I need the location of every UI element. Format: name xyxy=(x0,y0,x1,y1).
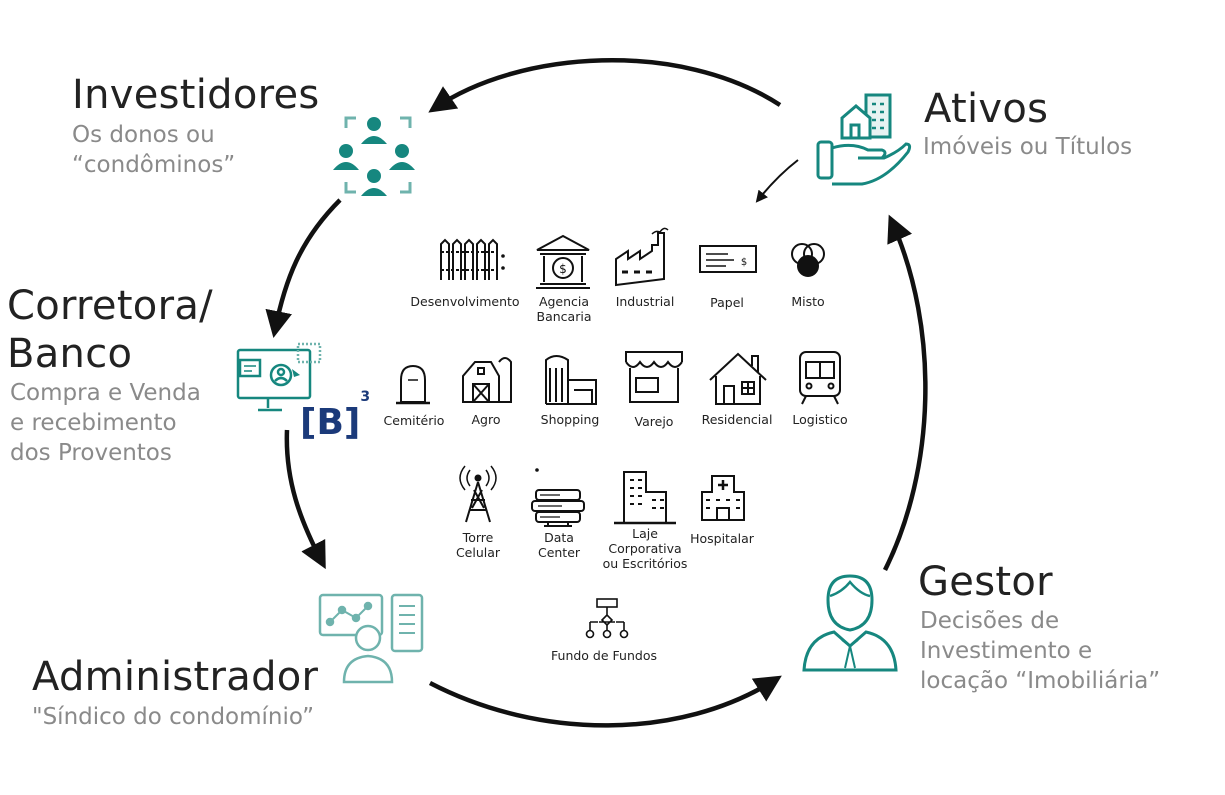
arrow-administrador-to-gestor xyxy=(428,675,782,728)
asset-label-torre-line1: Torre xyxy=(462,530,494,545)
office-building-icon xyxy=(614,471,676,525)
administrator-dashboard-icon xyxy=(318,593,424,684)
asset-label-cemiterio: Cemitério xyxy=(383,413,445,428)
corretora-title-line2: Banco xyxy=(7,331,133,377)
gestor-subtitle-line2: Investimento e xyxy=(920,638,1093,664)
gestor-title: Gestor xyxy=(918,559,1053,605)
arrow-ativos-to-assets xyxy=(755,159,799,203)
gestor-subtitle-line1: Decisões de xyxy=(920,608,1060,634)
b3-logo: [B]3 xyxy=(300,389,371,443)
arrow-investidores-to-corretora xyxy=(265,198,342,338)
barn-icon xyxy=(462,357,512,403)
investidores-subtitle-line2: “condôminos” xyxy=(72,152,236,178)
administrador-title: Administrador xyxy=(32,654,319,700)
asset-label-desenvolvimento: Desenvolvimento xyxy=(410,294,520,309)
asset-label-agro: Agro xyxy=(471,412,501,427)
asset-label-laje-line1: Laje xyxy=(632,526,658,541)
asset-label-residencial: Residencial xyxy=(701,412,773,427)
corretora-subtitle-line3: dos Proventos xyxy=(10,440,172,466)
trading-monitor-icon xyxy=(236,342,322,412)
asset-label-laje-line2: Corporativa xyxy=(608,541,682,556)
investidores-title: Investidores xyxy=(72,72,320,118)
b3-letter: B xyxy=(316,402,344,443)
factory-icon xyxy=(615,227,669,287)
administrador-subtitle: "Síndico do condomínio” xyxy=(32,704,315,730)
corretora-subtitle-line2: e recebimento xyxy=(10,410,177,436)
asset-label-misto: Misto xyxy=(791,294,825,309)
investidores-subtitle-line1: Os donos ou xyxy=(72,122,215,148)
arrow-gestor-to-ativos xyxy=(882,214,928,572)
asset-label-laje-line3: ou Escritórios xyxy=(602,556,688,571)
cell-tower-icon xyxy=(459,465,497,523)
asset-label-fundo-de-fundos: Fundo de Fundos xyxy=(551,648,657,663)
venn-icon xyxy=(791,243,825,277)
asset-label-varejo: Varejo xyxy=(634,414,674,429)
asset-label-agencia-line2: Bancaria xyxy=(536,309,592,324)
asset-label-datacenter-line1: Data xyxy=(544,530,574,545)
asset-label-logistico: Logistico xyxy=(792,412,848,427)
fence-icon xyxy=(440,238,505,280)
gestor-subtitle-line3: locação “Imobiliária” xyxy=(920,668,1161,694)
asset-label-agencia-line1: Agencia xyxy=(538,294,590,309)
server-icon xyxy=(531,468,585,527)
ativos-title: Ativos xyxy=(924,86,1049,132)
bank-icon: $ xyxy=(536,234,590,289)
mall-icon xyxy=(545,355,597,405)
svg-text:$: $ xyxy=(559,262,567,276)
asset-label-shopping: Shopping xyxy=(540,412,600,427)
hand-buildings-icon xyxy=(816,93,912,186)
people-group-icon xyxy=(333,116,415,196)
asset-label-industrial: Industrial xyxy=(615,294,675,309)
asset-label-torre-line2: Celular xyxy=(455,545,501,560)
b3-superscript: 3 xyxy=(360,389,371,405)
ativos-subtitle: Imóveis ou Títulos xyxy=(923,134,1133,160)
store-icon xyxy=(625,351,683,403)
manager-avatar-icon xyxy=(802,574,898,672)
asset-label-hospitalar: Hospitalar xyxy=(690,531,754,546)
tombstone-icon xyxy=(396,364,430,405)
hospital-icon xyxy=(701,475,745,521)
asset-label-papel: Papel xyxy=(710,295,744,310)
corretora-title-line1: Corretora/ xyxy=(7,283,213,329)
svg-text:$: $ xyxy=(741,257,747,268)
asset-label-datacenter-line2: Center xyxy=(537,545,581,560)
train-icon xyxy=(799,351,841,405)
check-paper-icon: $ xyxy=(699,245,757,273)
corretora-subtitle-line1: Compra e Venda xyxy=(10,380,201,406)
org-chart-icon xyxy=(585,598,629,639)
arrow-corretora-to-administrador xyxy=(284,429,326,570)
arrow-ativos-to-investidores xyxy=(428,58,782,113)
house-icon xyxy=(709,352,767,405)
